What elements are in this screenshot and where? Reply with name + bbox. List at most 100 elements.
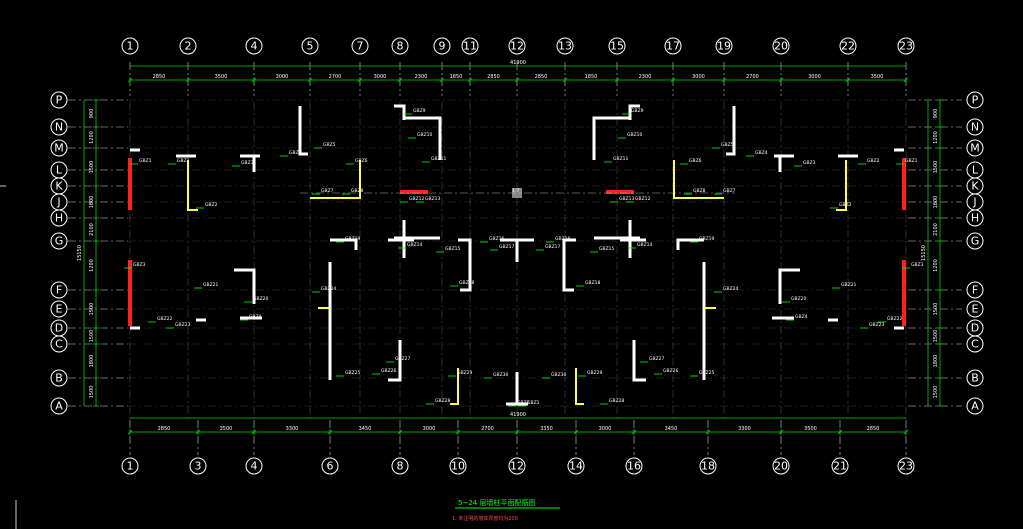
component-label: GBZ16 xyxy=(555,236,571,242)
dimension-tick xyxy=(127,429,133,435)
component-label: GBZ10 xyxy=(627,132,643,138)
dimension-tick xyxy=(327,429,333,435)
dimension-tick xyxy=(455,429,461,435)
component-label: GBZ6 xyxy=(689,158,702,164)
axis-bubble-label: 10 xyxy=(451,460,465,473)
dimension-text: 3300 xyxy=(738,426,751,432)
axis-bubble-circle xyxy=(121,37,139,55)
wall-segment xyxy=(592,104,640,160)
left-row-bubble: N xyxy=(50,118,68,136)
top-axis-bubble: 17 xyxy=(664,37,682,55)
bottom-axis-bubble: 20 xyxy=(772,457,790,475)
axis-bubble-circle xyxy=(508,457,526,475)
axis-bubble-label: 18 xyxy=(701,460,715,473)
bottom-axis-bubble: 12 xyxy=(508,457,526,475)
dimension-text: 3000 xyxy=(692,74,705,80)
axis-bubble-circle xyxy=(50,232,68,250)
dimension-tick xyxy=(307,77,313,83)
drawing-note: 1. 未注明的墙体厚度均为200 xyxy=(452,515,518,522)
dimension-text: 3000 xyxy=(599,426,612,432)
component-label: GBZ28 xyxy=(609,398,625,404)
dimension-text: 1500 xyxy=(933,303,939,316)
dimension-text: 1800 xyxy=(89,196,95,209)
axis-bubble-circle xyxy=(556,37,574,55)
bottom-axis-bubble: 21 xyxy=(831,457,849,475)
component-label: GBZ2 xyxy=(205,202,218,208)
dimension-tick xyxy=(185,77,191,83)
axis-bubble-circle xyxy=(966,300,984,318)
wall-segment xyxy=(500,238,519,262)
axis-bubble-label: P xyxy=(56,94,63,107)
component-label: GBZ29 xyxy=(457,370,473,376)
dimension-text: 2700 xyxy=(746,74,759,80)
axis-bubble-label: D xyxy=(55,322,63,335)
axis-bubble-circle xyxy=(301,37,319,55)
axis-bubble-label: J xyxy=(972,196,976,209)
axis-bubble-label: 16 xyxy=(627,460,641,473)
axis-bubble-label: 22 xyxy=(841,40,855,53)
axis-bubble-circle xyxy=(897,37,915,55)
bottom-axis-bubble: 6 xyxy=(321,457,339,475)
axis-bubble-circle xyxy=(966,397,984,415)
component-label: GBZ1 xyxy=(139,158,152,164)
component-label: GBZ23 xyxy=(175,322,191,328)
component-label: GBZ15 xyxy=(445,246,461,252)
component-label: GBZ22 xyxy=(157,316,173,322)
dimension-text: 1850 xyxy=(450,74,463,80)
wall-segment xyxy=(330,238,358,250)
component-label: GBZ17 xyxy=(545,244,561,250)
dimension-tick xyxy=(573,429,579,435)
axis-bubble-circle xyxy=(391,37,409,55)
axis-bubble-label: E xyxy=(56,303,63,316)
top-axis-bubble: 23 xyxy=(897,37,915,55)
wall-segment xyxy=(458,238,472,292)
top-axis-bubble: 9 xyxy=(433,37,451,55)
axis-bubble-label: 9 xyxy=(439,40,446,53)
left-row-bubble: H xyxy=(50,209,68,227)
dimension-text: 3000 xyxy=(423,426,436,432)
axis-bubble-circle xyxy=(179,37,197,55)
axis-bubble-label: 12 xyxy=(510,460,524,473)
dimension-tick xyxy=(127,77,133,83)
bottom-axis-bubble: 14 xyxy=(567,457,585,475)
component-label: GBZ18 xyxy=(585,280,601,286)
left-row-bubble: C xyxy=(50,335,68,353)
top-axis-bubble: 20 xyxy=(772,37,790,55)
axis-bubble-label: 2 xyxy=(185,40,192,53)
axis-bubble-circle xyxy=(664,37,682,55)
component-label: GBZ15 xyxy=(599,246,615,252)
component-label: GBZ4 xyxy=(289,150,302,156)
component-label: GBZ30 xyxy=(493,372,509,378)
axis-bubble-label: 13 xyxy=(558,40,572,53)
axis-bubble-circle xyxy=(449,457,467,475)
dimension-text: 1800 xyxy=(89,355,95,368)
right-row-bubble: P xyxy=(966,91,984,109)
dimension-text: 1800 xyxy=(933,196,939,209)
dimension-tick xyxy=(705,429,711,435)
component-label: GBZ3 xyxy=(241,160,254,166)
axis-bubble-circle xyxy=(391,457,409,475)
right-row-bubble: N xyxy=(966,118,984,136)
component-label: GBZ9 xyxy=(413,108,426,114)
dimension-tick xyxy=(397,77,403,83)
axis-bubble-label: 3 xyxy=(195,460,202,473)
wall-segment xyxy=(726,106,736,156)
axis-bubble-circle xyxy=(966,232,984,250)
dimension-text: 2700 xyxy=(329,74,342,80)
wall-segment xyxy=(676,238,704,250)
axis-bubble-circle xyxy=(699,457,717,475)
axis-bubble-circle xyxy=(966,209,984,227)
component-label: GBZ8 xyxy=(351,188,364,194)
dimension-tick xyxy=(837,429,843,435)
wall-segment xyxy=(632,340,646,382)
axis-bubble-label: 21 xyxy=(833,460,847,473)
dimension-tick xyxy=(903,429,909,435)
axis-bubble-label: 23 xyxy=(899,40,913,53)
right-row-bubble: D xyxy=(966,319,984,337)
axis-bubble-label: 4 xyxy=(251,40,258,53)
axis-bubble-circle xyxy=(772,457,790,475)
axis-bubble-circle xyxy=(966,335,984,353)
axis-bubble-circle xyxy=(50,209,68,227)
dimension-total: 15150 xyxy=(77,245,83,261)
